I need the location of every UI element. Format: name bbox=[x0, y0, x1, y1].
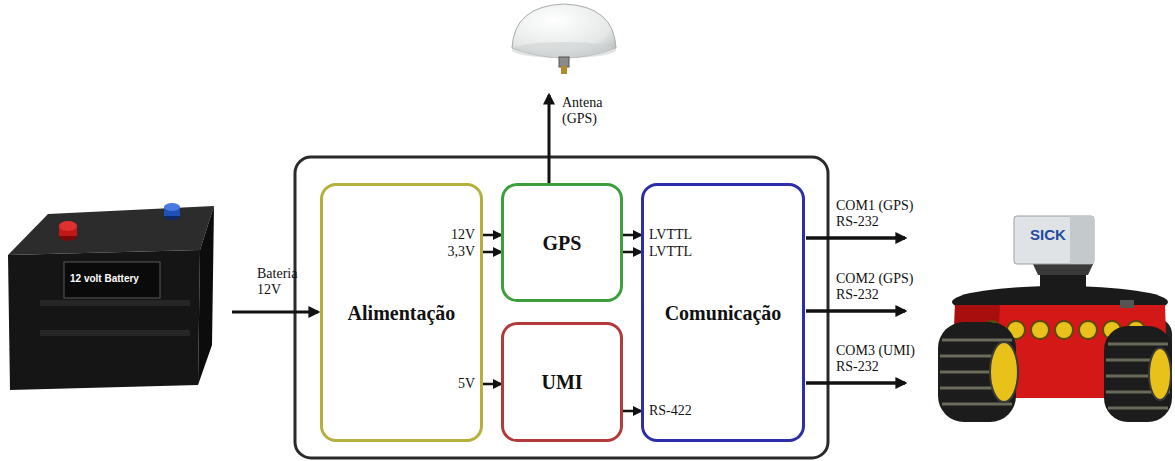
block-title: Comunicação bbox=[665, 301, 782, 325]
port-label: COM1 (GPS) RS-232 bbox=[836, 198, 928, 230]
brand-text: SICK bbox=[1030, 226, 1080, 243]
port-label: COM2 (GPS) RS-232 bbox=[836, 271, 928, 303]
block-title: Alimentação bbox=[348, 301, 456, 325]
com-arrow bbox=[806, 236, 905, 240]
brand-text: 12 volt Battery bbox=[70, 273, 156, 285]
signal-arrow bbox=[623, 251, 641, 254]
signal-arrow bbox=[483, 251, 501, 254]
signal-name: 5V bbox=[458, 376, 475, 392]
block-title: GPS bbox=[543, 231, 582, 255]
signal-name: 3,3V bbox=[447, 244, 475, 260]
com-arrow bbox=[806, 309, 905, 313]
antenna-arrow bbox=[548, 95, 551, 183]
block-box: Alimentação bbox=[320, 183, 483, 442]
signal-arrow bbox=[623, 234, 641, 237]
battery-arrow bbox=[232, 311, 318, 314]
port-label: COM3 (UMI) RS-232 bbox=[836, 343, 928, 375]
block-box: GPS bbox=[501, 183, 623, 302]
antenna-illustration bbox=[512, 4, 616, 74]
port-label: Antena (GPS) bbox=[562, 95, 616, 127]
signal-name: LVTTL bbox=[649, 227, 692, 243]
block-title: UMI bbox=[541, 370, 582, 394]
signal-name: LVTTL bbox=[649, 244, 692, 260]
signal-arrow bbox=[483, 383, 501, 386]
robot-illustration bbox=[938, 216, 1172, 422]
signal-name: RS-422 bbox=[649, 403, 692, 419]
block-box: UMI bbox=[501, 322, 623, 442]
signal-arrow bbox=[623, 410, 641, 413]
com-arrow bbox=[806, 381, 905, 385]
signal-name: 12V bbox=[451, 227, 475, 243]
battery-illustration bbox=[8, 203, 214, 390]
port-label: Bateria 12V bbox=[257, 266, 311, 298]
housing-outline bbox=[295, 157, 828, 458]
signal-arrow bbox=[483, 234, 501, 237]
